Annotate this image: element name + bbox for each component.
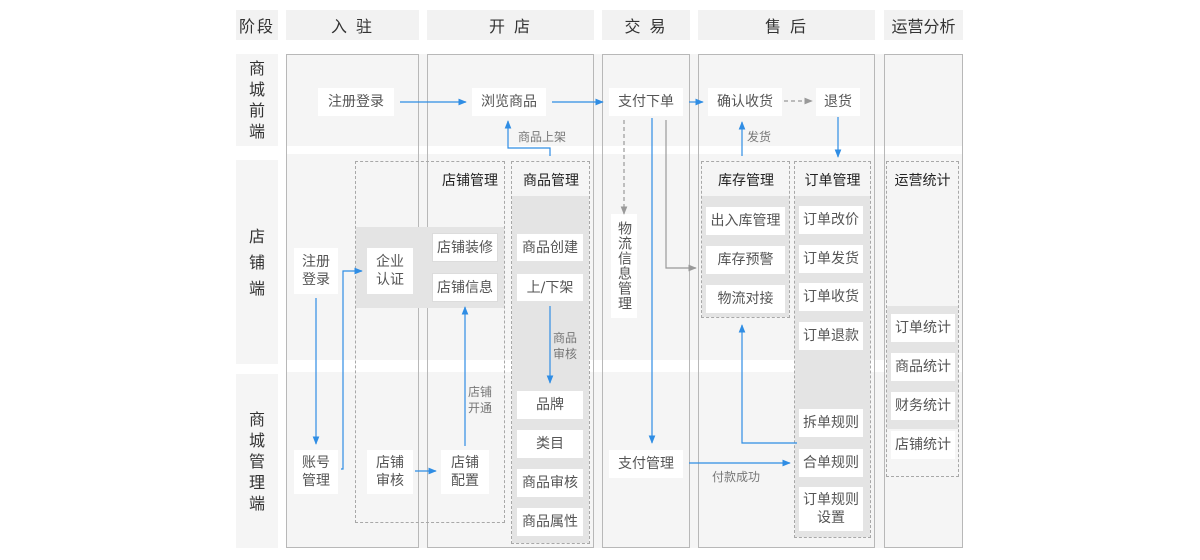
stock-in-out: 出入库管理	[706, 207, 785, 235]
store-review: 店铺 审核	[367, 450, 413, 494]
header-operations: 运营分析	[884, 10, 963, 40]
label-product-review: 商品 审核	[552, 331, 577, 361]
column-operations	[884, 54, 963, 548]
product-brand: 品牌	[517, 391, 583, 419]
logistics-info-management: 物流信息管理	[611, 214, 637, 318]
store-mgmt-title: 店铺管理	[442, 173, 498, 189]
finance-statistics: 财务统计	[891, 392, 955, 420]
product-shelf: 上/下架	[517, 274, 583, 301]
arrow-list-product	[504, 120, 551, 156]
column-after-sales	[698, 54, 875, 548]
row-label-admin: 商 城 管 理 端	[236, 374, 278, 548]
product-attributes: 商品属性	[517, 508, 583, 536]
order-mgmt-title: 订单管理	[804, 173, 861, 189]
column-trade	[602, 54, 690, 548]
label-list-product: 商品上架	[517, 130, 566, 144]
ops-group	[886, 161, 959, 477]
logistics-integration: 物流对接	[706, 285, 785, 313]
label-payment-success: 付款成功	[711, 470, 760, 484]
row-label-frontend: 商 城 前 端	[236, 54, 278, 146]
order-refund: 订单退款	[799, 322, 863, 350]
header-onboarding: 入 驻	[286, 10, 419, 40]
merge-order-rule: 合单规则	[799, 449, 863, 477]
header-stage: 阶段	[236, 10, 278, 40]
store-decoration: 店铺装修	[433, 234, 497, 261]
product-statistics: 商品统计	[891, 353, 955, 381]
frontend-confirm-receipt: 确认收货	[708, 88, 782, 116]
product-category: 类目	[517, 430, 583, 458]
inventory-group	[701, 161, 790, 318]
frontend-return: 退货	[816, 88, 860, 116]
account-management: 账号 管理	[294, 450, 338, 494]
ops-title: 运营统计	[894, 173, 951, 189]
store-register-login: 注册 登录	[294, 248, 338, 294]
row-label-store: 店 铺 端	[236, 160, 278, 364]
arrow-pay-to-inventory	[665, 120, 697, 272]
header-trade: 交 易	[602, 10, 690, 40]
order-price-change: 订单改价	[799, 206, 863, 234]
product-mgmt-group	[511, 161, 590, 544]
header-open-store: 开 店	[427, 10, 594, 40]
header-after-sales: 售 后	[698, 10, 875, 40]
store-statistics: 店铺统计	[891, 431, 955, 459]
store-config: 店铺 配置	[441, 450, 489, 494]
split-order-rule: 拆单规则	[799, 409, 863, 437]
order-receive: 订单收货	[799, 283, 863, 311]
frontend-register-login: 注册登录	[318, 88, 394, 116]
store-info: 店铺信息	[433, 274, 497, 301]
payment-management: 支付管理	[609, 450, 683, 478]
label-ship: 发货	[746, 130, 771, 144]
inventory-title: 库存管理	[718, 173, 774, 189]
label-store-open: 店铺 开通	[467, 385, 492, 415]
product-create: 商品创建	[517, 234, 583, 261]
order-statistics: 订单统计	[891, 314, 955, 342]
product-mgmt-title: 商品管理	[523, 173, 579, 189]
enterprise-certification: 企业 认证	[367, 248, 413, 294]
product-review-box: 商品审核	[517, 469, 583, 497]
order-rule-settings: 订单规则 设置	[799, 487, 863, 531]
frontend-pay-order: 支付下单	[609, 88, 683, 116]
arrow-account-to-cert	[341, 267, 363, 470]
store-mgmt-group	[355, 161, 505, 523]
order-ship: 订单发货	[799, 245, 863, 273]
frontend-browse-products: 浏览商品	[472, 88, 546, 116]
stock-warning: 库存预警	[706, 246, 785, 274]
arrow-split-to-inventory	[738, 324, 797, 444]
order-mgmt-group	[794, 161, 871, 538]
